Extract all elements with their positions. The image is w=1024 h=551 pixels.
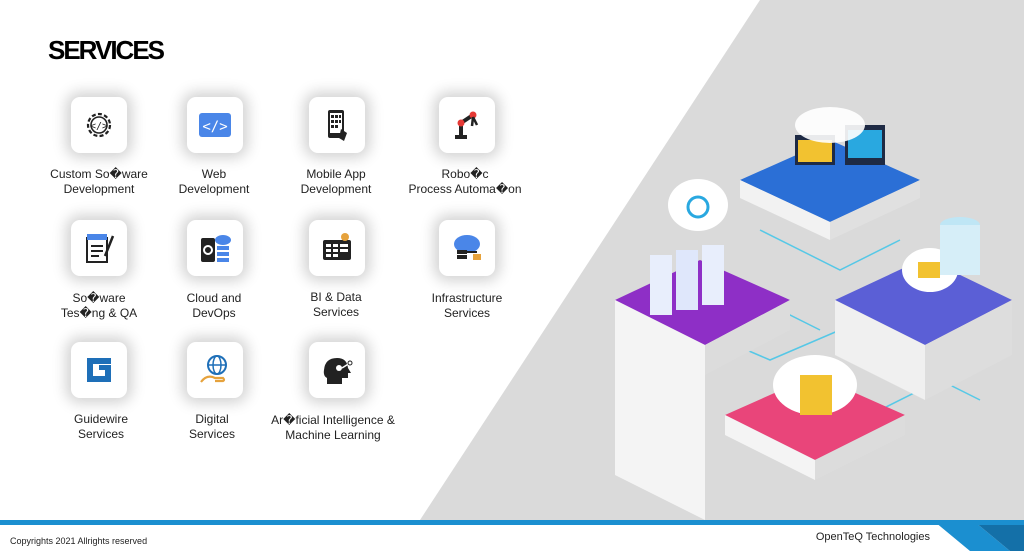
svg-text:</>: </> [202,119,227,135]
label-ai-ml: Ar�ficial Intelligence &Machine Learning [271,413,395,442]
mobile-phone-icon [328,110,347,141]
software-testing-tile[interactable] [71,220,127,276]
infrastructure-tile[interactable] [439,220,495,276]
web-development-tile[interactable]: </> [187,97,243,153]
platform-bottom [725,355,905,480]
custom-software-tile[interactable]: </> [71,97,127,153]
mobile-app-tile[interactable] [309,97,365,153]
footer-divider [0,520,1024,525]
rpa-tile[interactable] [439,97,495,153]
page-title: SERVICES [48,35,165,65]
copyright-text: Copyrights 2021 Allrights reserved [10,536,148,546]
platform-left [615,179,790,520]
ai-ml-tile[interactable] [309,342,365,398]
guidewire-logo-icon [87,358,111,382]
bi-data-icon [323,233,351,260]
platform-top [740,107,920,240]
cloud-devops-icon [201,235,231,262]
digital-services-tile[interactable] [187,342,243,398]
platform-right [835,217,1012,400]
bi-data-tile[interactable] [309,220,365,276]
cloud-devops-tile[interactable] [187,220,243,276]
svg-text:</>: </> [90,121,108,132]
robot-arm-icon [455,111,479,139]
gear-code-icon: </> [86,112,112,138]
code-brackets-icon: </> [199,113,231,137]
infrastructure-cloud-icon [454,235,481,260]
guidewire-tile[interactable] [71,342,127,398]
ai-head-icon [323,358,353,384]
software-testing-icon [86,234,115,263]
globe-hand-icon [200,355,227,383]
company-name: OpenTeQ Technologies [815,531,930,543]
